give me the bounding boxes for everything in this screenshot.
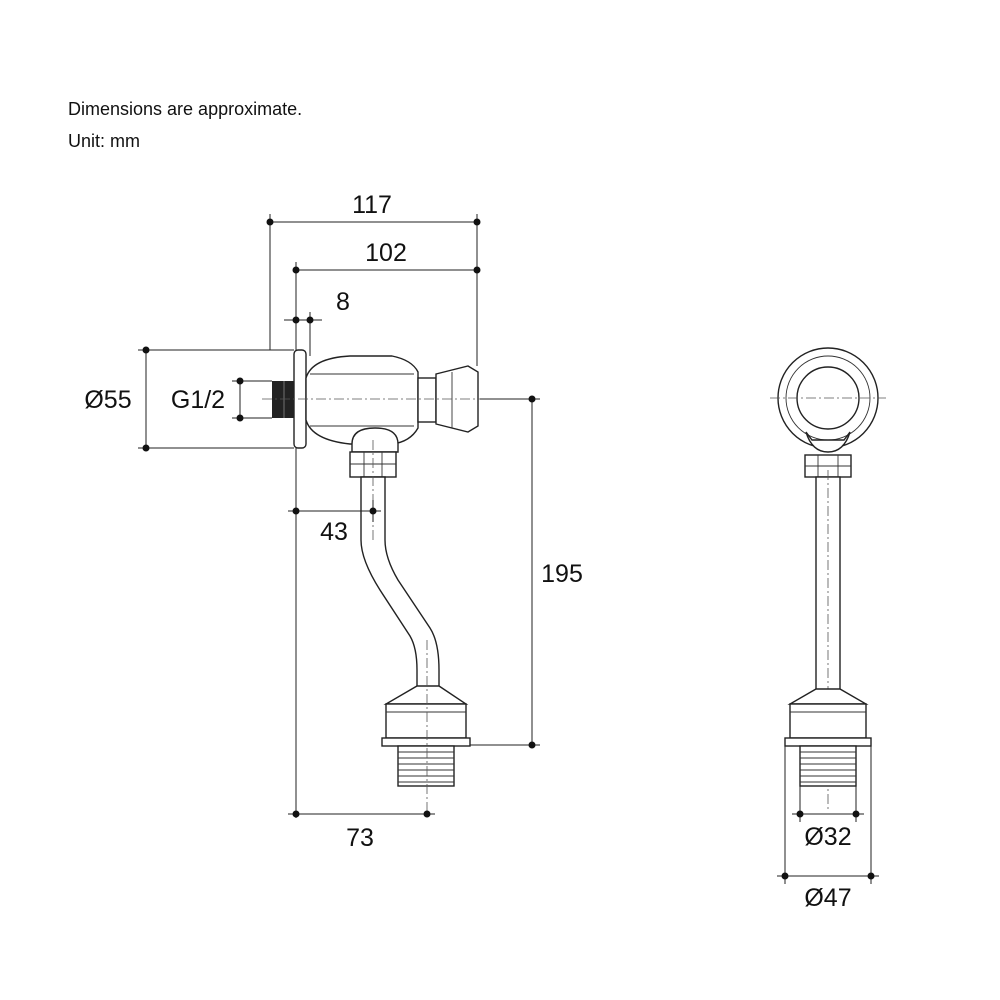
dim-flange-diameter: Ø55 (84, 386, 131, 414)
front-outlet-washer (784, 737, 872, 747)
dim-195: 195 (541, 560, 583, 588)
outlet-cone (383, 685, 469, 705)
front-outlet-boss (805, 431, 851, 453)
dim-102: 102 (365, 239, 407, 267)
front-view (770, 347, 886, 812)
dim-117: 117 (352, 191, 392, 219)
valve-body (305, 355, 419, 445)
note-unit: Unit: mm (68, 131, 140, 151)
note-approximate: Dimensions are approximate. (68, 99, 303, 119)
valve-neck (417, 377, 437, 423)
dim-outlet-thread-diameter: Ø32 (804, 823, 851, 851)
outlet-nut (385, 703, 467, 739)
dim-8: 8 (336, 288, 350, 316)
outlet-thread (397, 745, 455, 787)
front-outlet-nut (789, 703, 867, 739)
dim-outlet-nut-diameter: Ø47 (804, 884, 851, 912)
outlet-boss (351, 427, 399, 453)
dim-73: 73 (346, 824, 374, 852)
outlet-washer (381, 737, 471, 747)
dim-43: 43 (320, 518, 348, 546)
side-view-dimensions: 117 102 8 Ø55 G1/2 43 195 73 (84, 191, 582, 852)
side-view (262, 349, 500, 812)
front-outlet-cone (787, 688, 869, 705)
dim-thread: G1/2 (171, 386, 225, 414)
front-view-dimensions: Ø32 Ø47 (777, 746, 879, 912)
front-outlet-thread (799, 745, 857, 787)
